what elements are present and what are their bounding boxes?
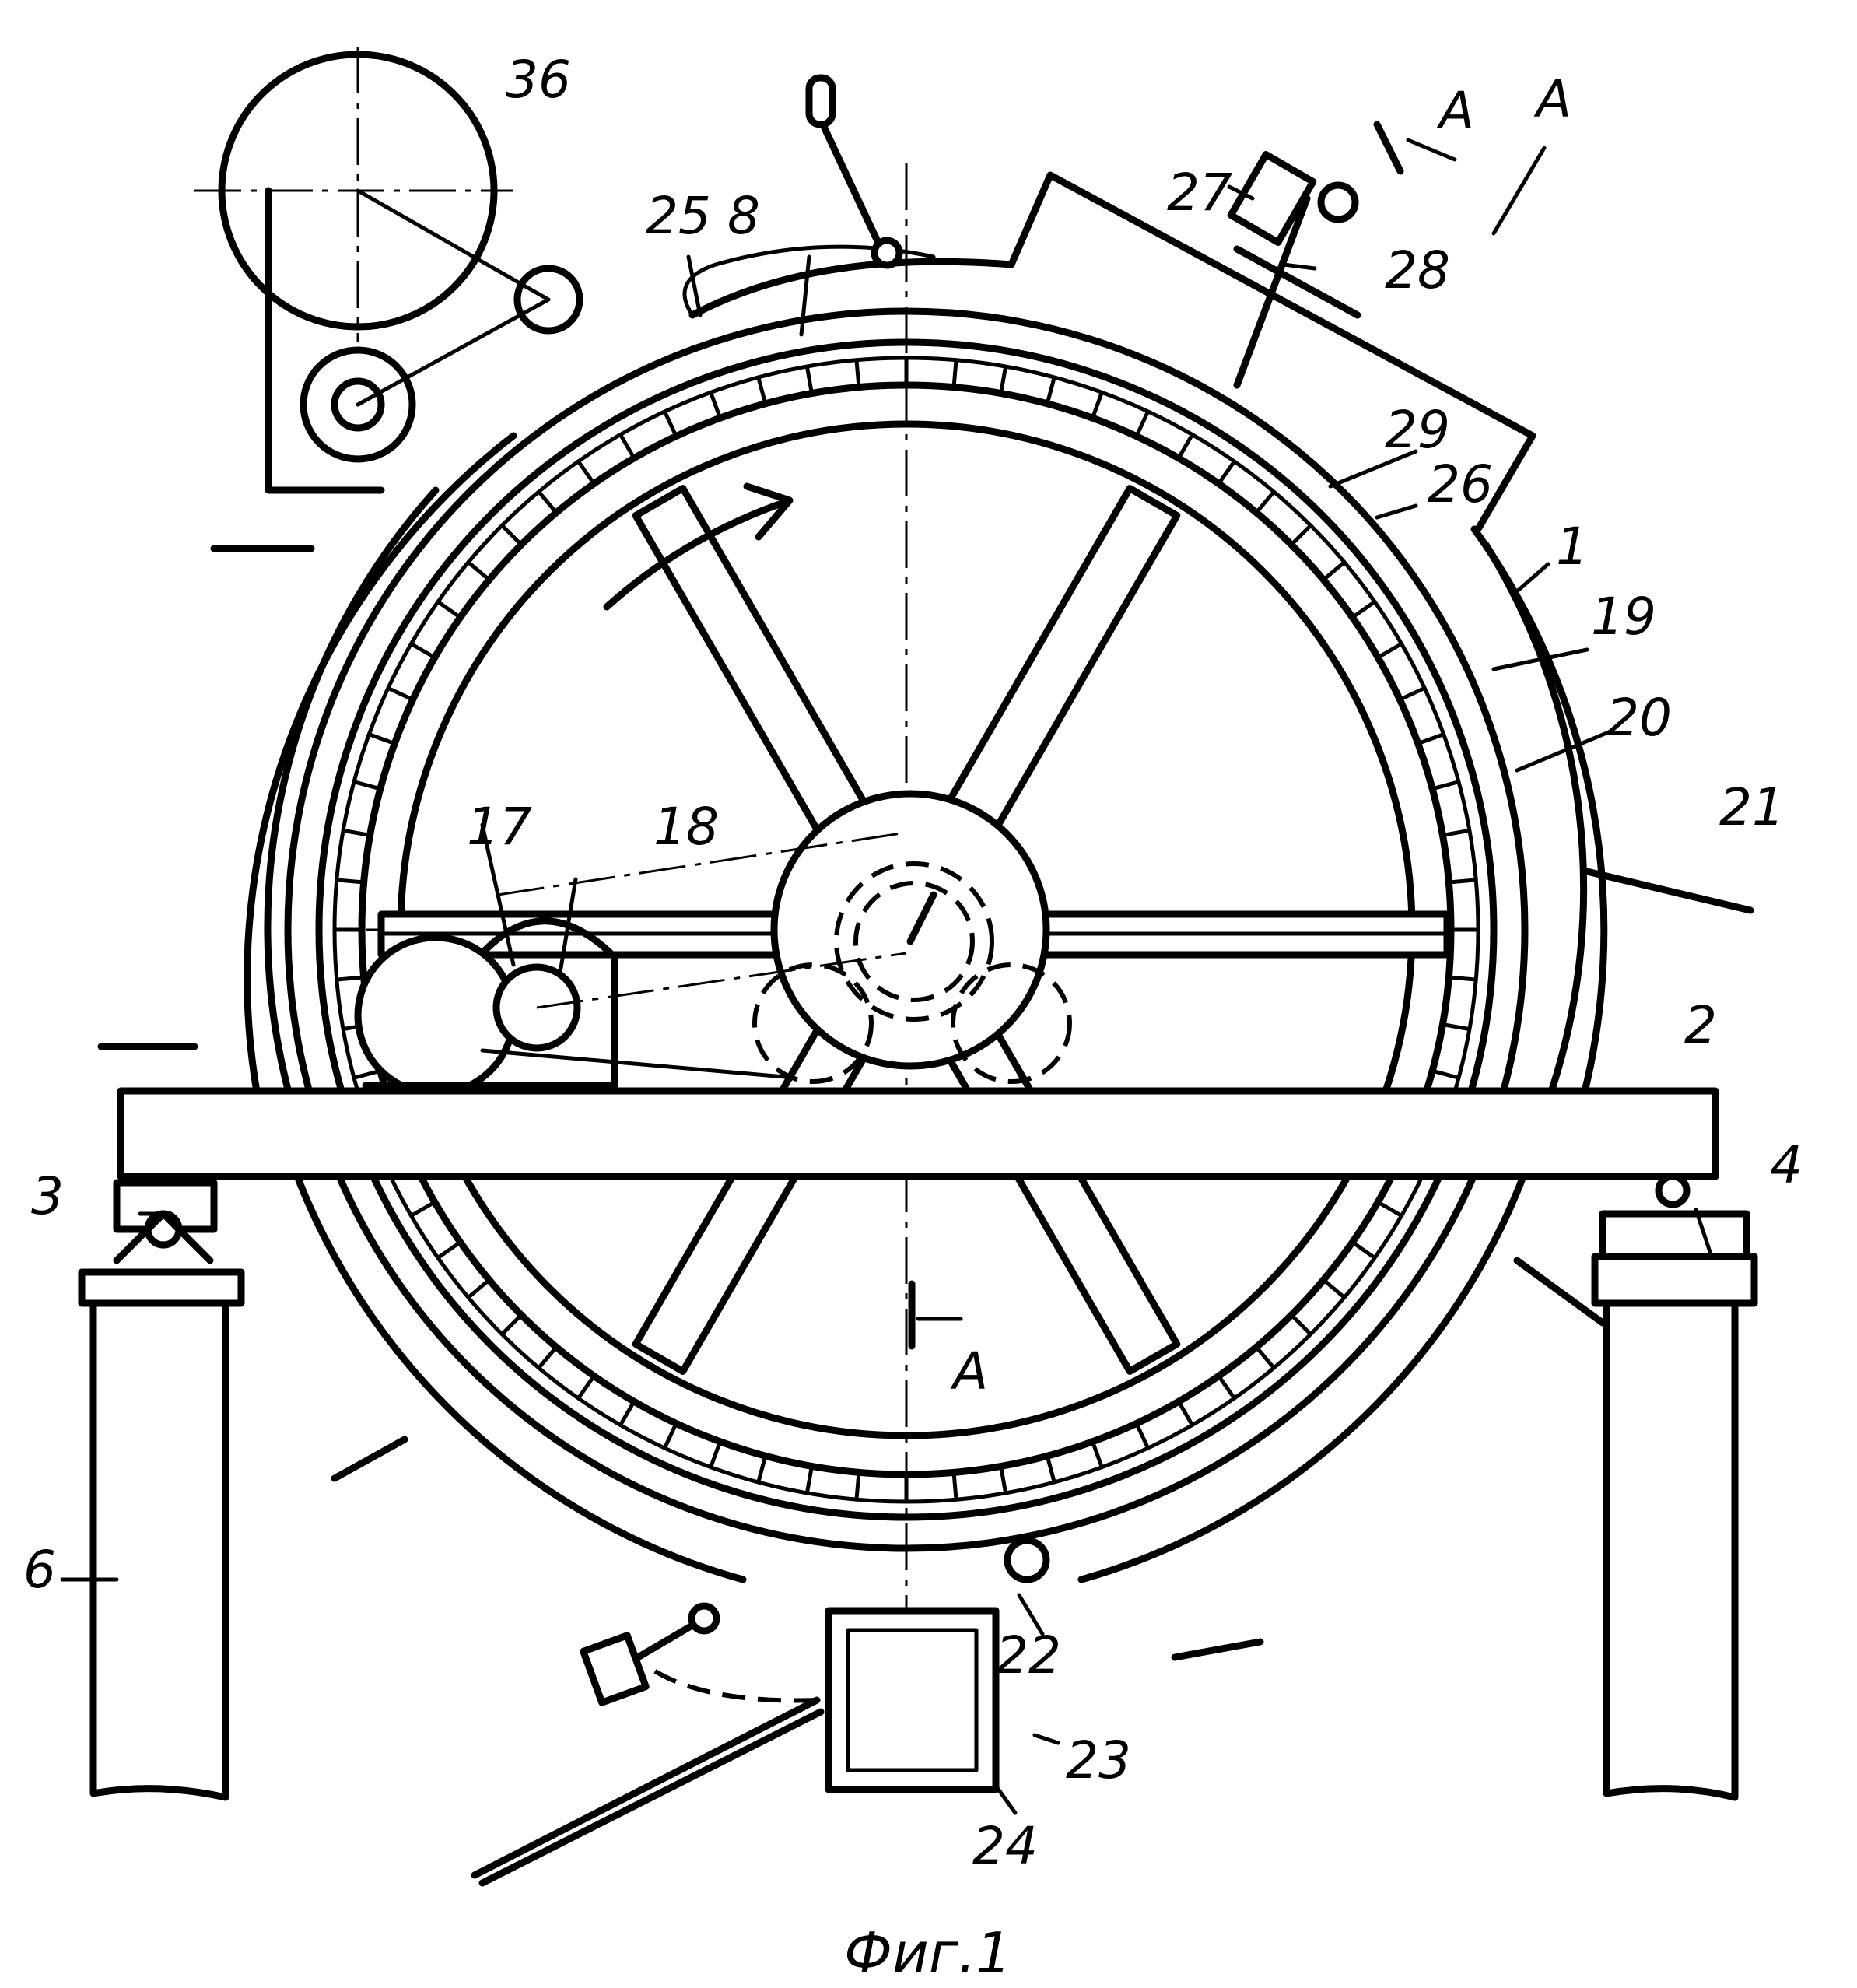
lever-top [809, 78, 899, 265]
lining-block-divider [664, 412, 676, 437]
lining-block-divider [1432, 1071, 1459, 1078]
lining-block-divider [1378, 644, 1401, 658]
label-36: 36 [506, 50, 571, 110]
lining-block-divider [1291, 525, 1311, 545]
lining-block-divider [621, 1401, 635, 1425]
discharge-unit [475, 1541, 1046, 1883]
label-24: 24 [972, 1816, 1038, 1876]
central-hub [755, 794, 1070, 1082]
label-4: 4 [1770, 1135, 1803, 1195]
label-25: 25 [646, 186, 711, 246]
lining-block-divider [1323, 1280, 1344, 1297]
label-26: 26 [1428, 454, 1493, 514]
label-19: 19 [1591, 587, 1656, 647]
lining-block-divider [621, 434, 635, 458]
lining-block-divider [1219, 1376, 1235, 1398]
lining-block-divider [354, 1071, 380, 1078]
lining-block-divider [711, 1442, 720, 1467]
lining-block-divider [578, 461, 594, 484]
lining-block-divider [337, 977, 364, 980]
lining-block-divider [468, 1280, 489, 1297]
lining-block-divider [1352, 601, 1375, 617]
section-mark-bottom: A [950, 1341, 988, 1401]
lining-block-divider [1256, 492, 1274, 513]
lining-block-divider [369, 735, 394, 744]
section-mark-top: A [1436, 81, 1474, 141]
lining-block-divider [1001, 1466, 1006, 1492]
lining-block-divider [1449, 977, 1476, 980]
lining-block-divider [411, 644, 434, 658]
label-22: 22 [996, 1625, 1061, 1685]
lining-block-divider [954, 1472, 956, 1499]
lining-block-divider [759, 1456, 766, 1482]
lining-block-divider [337, 880, 364, 882]
drum-36 [194, 47, 580, 490]
lining-block-divider [1179, 434, 1193, 458]
lining-block-divider [354, 782, 380, 789]
label-17: 17 [467, 797, 532, 857]
lining-block-divider [1092, 392, 1102, 418]
lining-block-divider [807, 1466, 811, 1492]
lining-block-divider [1256, 1347, 1274, 1368]
lining-block-divider [502, 1315, 521, 1334]
lining-block-divider [1418, 735, 1444, 744]
lining-block-divider [807, 366, 811, 393]
lining-block-divider [1323, 563, 1344, 580]
lining-block-divider [539, 1347, 556, 1368]
label-1: 1 [1556, 517, 1589, 577]
lining-block-divider [954, 360, 956, 387]
lining-block-divider [1047, 1456, 1054, 1482]
lining-block-divider [1442, 830, 1469, 835]
lining-block-divider [539, 492, 556, 513]
lining-block-divider [411, 1202, 434, 1216]
lining-block-divider [759, 377, 766, 404]
lining-block-divider [711, 392, 720, 418]
lining-block-divider [438, 1243, 461, 1258]
label-3: 3 [31, 1166, 64, 1226]
label-8: 8 [727, 186, 760, 246]
label-20: 20 [1606, 688, 1672, 748]
main-beam [121, 1091, 1715, 1176]
lining-block-divider [1137, 1423, 1148, 1448]
lining-block-divider [343, 830, 370, 835]
lining-block-divider [1442, 1025, 1469, 1029]
lining-block-divider [1047, 377, 1054, 404]
lining-block-divider [1449, 880, 1476, 882]
figure-caption: Фиг.1 [844, 1920, 1011, 1986]
lining-block-divider [1432, 782, 1459, 789]
lining-block-divider [578, 1376, 594, 1398]
lining-block-divider [1219, 461, 1235, 484]
lining-block-divider [857, 360, 859, 387]
lining-block-divider [438, 601, 461, 617]
label-2: 2 [1684, 995, 1717, 1055]
lining-block-divider [1092, 1442, 1102, 1467]
lining-block-divider [1137, 412, 1148, 437]
lining-block-divider [1179, 1401, 1193, 1425]
right-support [1595, 1176, 1754, 1797]
lining-block-divider [1352, 1243, 1375, 1258]
label-18: 18 [653, 797, 719, 857]
lining-block-divider [857, 1472, 859, 1499]
lining-block-divider [468, 563, 489, 580]
label-23: 23 [1066, 1730, 1131, 1790]
burner-27-28 [1231, 155, 1358, 385]
label-29: 29 [1385, 400, 1450, 460]
lining-block-divider [1291, 1315, 1311, 1334]
lining-block-divider [1400, 688, 1424, 699]
lining-block-divider [664, 1423, 676, 1448]
label-28: 28 [1385, 240, 1450, 300]
label-27: 27 [1167, 163, 1232, 223]
label-6: 6 [23, 1540, 56, 1600]
lining-block-divider [388, 688, 413, 699]
section-view-mark: A [1533, 69, 1571, 129]
lining-block-divider [1378, 1202, 1401, 1216]
label-21: 21 [1719, 777, 1785, 837]
left-support [82, 1183, 241, 1797]
lining-block-divider [1001, 366, 1006, 393]
lining-block-divider [502, 525, 521, 545]
